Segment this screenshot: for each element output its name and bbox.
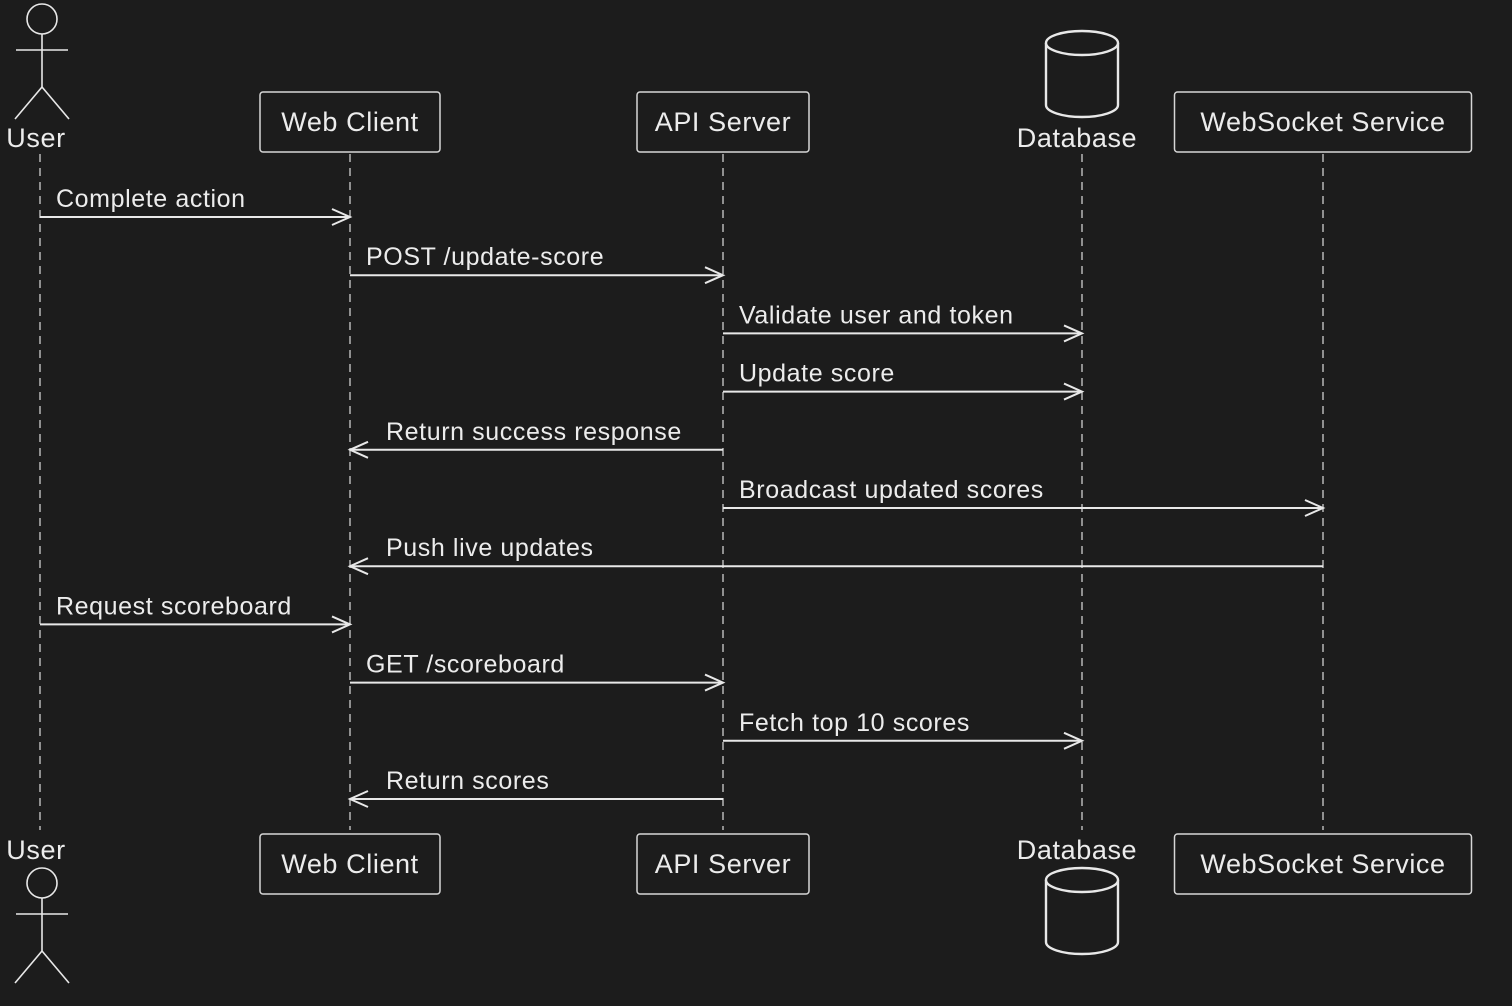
message-fetch-top-10-scores: Fetch top 10 scores	[723, 709, 1085, 750]
message-update-score: Update score	[723, 360, 1085, 401]
participant-database-top: Database	[1017, 29, 1137, 153]
actor-label: User	[6, 835, 65, 865]
message-get-scoreboard: GET /scoreboard	[350, 651, 726, 692]
message-label: Fetch top 10 scores	[739, 709, 970, 737]
actor-label: User	[6, 123, 65, 153]
message-label: Broadcast updated scores	[739, 476, 1044, 504]
message-label: Return success response	[386, 418, 682, 446]
arrowhead-icon	[1063, 382, 1085, 401]
arrowhead-icon	[1063, 731, 1085, 750]
message-label: POST /update-score	[366, 243, 604, 271]
message-post-update-score: POST /update-score	[350, 243, 726, 285]
database-icon	[1044, 29, 1120, 119]
participant-websocket-service-bottom: WebSocket Service	[1173, 833, 1473, 895]
message-label: GET /scoreboard	[366, 651, 565, 679]
message-label: Request scoreboard	[56, 592, 292, 620]
arrowhead-icon	[704, 673, 726, 692]
participant-web-client-top: Web Client	[259, 91, 441, 153]
message-return-scores: Return scores	[347, 767, 723, 808]
participant-box	[1173, 833, 1473, 895]
participant-user-top: User	[6, 3, 70, 153]
participant-websocket-service-top: WebSocket Service	[1173, 91, 1473, 153]
participant-label: WebSocket Service	[1200, 849, 1445, 879]
database-label: Database	[1017, 835, 1137, 865]
participant-label: API Server	[655, 107, 792, 137]
participant-user-bottom: User	[6, 835, 70, 984]
participant-box	[636, 833, 810, 895]
participant-api-server-top: API Server	[636, 91, 810, 153]
participant-box	[636, 91, 810, 153]
participant-api-server-bottom: API Server	[636, 833, 810, 895]
arrowhead-icon	[347, 440, 369, 459]
arrowhead-icon	[704, 266, 726, 285]
participant-box	[259, 833, 441, 895]
actor-icon	[14, 3, 70, 120]
arrowhead-icon	[1063, 324, 1085, 343]
message-label: Complete action	[56, 185, 246, 213]
participant-label: API Server	[655, 849, 792, 879]
actor-icon	[14, 867, 70, 984]
participant-database-bottom: Database	[1017, 835, 1137, 956]
arrowhead-icon	[1304, 499, 1326, 517]
message-label: Push live updates	[386, 534, 594, 562]
participant-label: WebSocket Service	[1200, 107, 1445, 137]
database-label: Database	[1017, 123, 1137, 153]
participant-label: Web Client	[281, 849, 419, 879]
participant-box	[259, 91, 441, 153]
message-complete-action: Complete action	[40, 185, 353, 226]
message-label: Validate user and token	[739, 301, 1014, 329]
participant-label: Web Client	[281, 107, 419, 137]
arrowhead-icon	[347, 557, 369, 576]
arrowhead-icon	[347, 790, 369, 808]
arrowhead-icon	[331, 208, 353, 226]
message-request-scoreboard: Request scoreboard	[40, 592, 353, 634]
message-push-live-updates: Push live updates	[347, 534, 1323, 576]
message-label: Return scores	[386, 767, 549, 795]
message-broadcast-updated-scores: Broadcast updated scores	[723, 476, 1326, 517]
participant-box	[1173, 91, 1473, 153]
message-return-success-response: Return success response	[347, 418, 723, 459]
message-validate-user-and-token: Validate user and token	[723, 301, 1085, 343]
participant-web-client-bottom: Web Client	[259, 833, 441, 895]
message-label: Update score	[739, 360, 895, 388]
database-icon	[1044, 866, 1120, 956]
arrowhead-icon	[331, 615, 353, 634]
